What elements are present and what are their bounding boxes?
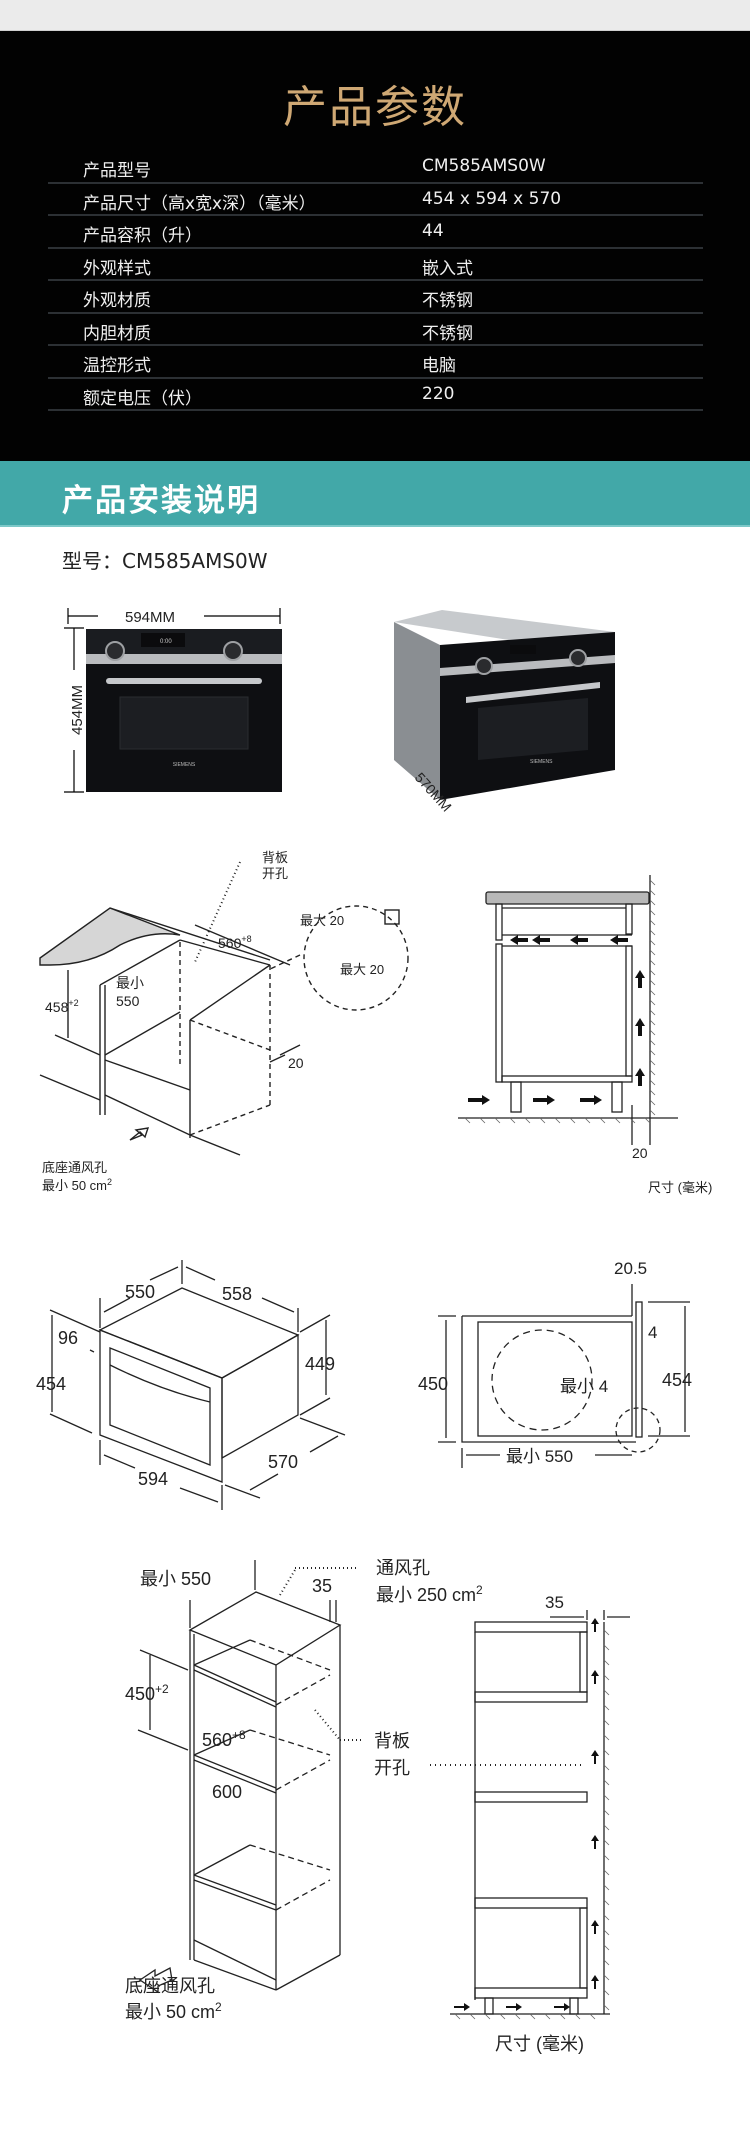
base-vent-label: 底座通风孔 <box>125 1976 215 1996</box>
niche-section-diagram: 450 454 20.5 4 最小 4 最小 550 <box>418 1259 692 1468</box>
height-label: 454MM <box>69 685 86 735</box>
spec-row: 外观材质 不锈钢 <box>48 281 703 314</box>
detail-max-label: 最大 20 <box>300 913 344 928</box>
depth-600-label: 600 <box>212 1782 242 1802</box>
dim-454: 454 <box>36 1374 66 1394</box>
spec-value: 454 x 594 x 570 <box>422 188 562 209</box>
back-panel-label: 背板 <box>374 1731 410 1751</box>
depth-label: 最小 <box>116 975 144 991</box>
oven-window <box>119 696 249 750</box>
detail-max-label: 最大 20 <box>340 962 384 977</box>
display-readout: 0:00 <box>160 639 172 645</box>
spec-label: 额定电压（伏） <box>83 388 202 409</box>
unit-label: 尺寸 (毫米) <box>648 1180 712 1195</box>
spec-value: 44 <box>422 221 444 241</box>
back-panel-label: 开孔 <box>374 1758 410 1778</box>
spec-label: 产品容积（升） <box>83 226 202 246</box>
dim-558: 558 <box>222 1284 252 1304</box>
vent-label: 通风孔 <box>376 1558 430 1578</box>
spec-row: 产品尺寸（高x宽x深）（毫米） 454 x 594 x 570 <box>48 184 703 216</box>
height-label: 458+2 <box>45 998 79 1015</box>
spec-row: 额定电压（伏） 220 <box>48 379 703 411</box>
spec-label: 内胆材质 <box>83 323 151 344</box>
base-vent-label: 底座通风孔 <box>42 1160 107 1175</box>
width-label: 560+8 <box>202 1728 246 1750</box>
dim-35: 35 <box>312 1576 332 1596</box>
airflow-arrows <box>468 935 645 1105</box>
airflow-arrows <box>454 1618 599 2011</box>
dim-450: 450 <box>418 1374 448 1394</box>
vent-label: 最小 250 cm2 <box>376 1583 483 1605</box>
spec-label: 外观样式 <box>83 258 151 279</box>
spec-row: 温控形式 电脑 <box>48 346 703 379</box>
door-handle <box>106 678 262 684</box>
dim-20-5: 20.5 <box>614 1259 647 1278</box>
brand-logo: SIEMENS <box>530 759 553 765</box>
spec-value: CM585AMS0W <box>422 156 546 176</box>
spec-label: 产品尺寸（高x宽x深）（毫米） <box>83 193 316 214</box>
min-550-label: 最小 550 <box>140 1569 211 1589</box>
spec-label: 产品型号 <box>83 161 151 181</box>
dim-96: 96 <box>58 1328 78 1348</box>
oven-side-photo: 570MM SIEMENS <box>394 610 615 815</box>
spec-value: 220 <box>422 383 455 404</box>
spec-row: 产品容积（升） 44 <box>48 216 703 249</box>
spec-value: 不锈钢 <box>422 291 473 311</box>
back-panel-label: 背板 <box>262 850 288 865</box>
control-knob-left <box>475 657 493 675</box>
width-label: 594MM <box>125 609 175 626</box>
door-handle <box>466 682 600 703</box>
spec-row: 外观样式 嵌入式 <box>48 249 703 281</box>
under-counter-diagram: 背板 开孔 560+8 458+2 最小 550 20 最大 20 最大 20 … <box>39 850 409 1193</box>
dim-570: 570 <box>268 1452 298 1472</box>
top-band <box>0 0 750 31</box>
dim-4: 4 <box>648 1323 657 1342</box>
spec-section: 产品参数 产品型号 CM585AMS0W 产品尺寸（高x宽x深）（毫米） 454 x… <box>0 31 750 461</box>
back-panel-label: 开孔 <box>262 866 288 881</box>
spec-table: 产品型号 CM585AMS0W 产品尺寸（高x宽x深）（毫米） 454 x 594 … <box>48 151 703 411</box>
tall-cabinet-diagram: 最小 550 35 通风孔 最小 250 cm2 450+2 560+8 600… <box>125 1558 483 2020</box>
install-header: 产品安装说明 <box>0 461 750 527</box>
dim-449: 449 <box>305 1354 335 1374</box>
dim-550: 550 <box>125 1282 155 1302</box>
spec-value: 嵌入式 <box>422 258 473 279</box>
spec-label: 温控形式 <box>83 356 151 376</box>
spec-title: 产品参数 <box>283 82 467 133</box>
spec-row: 内胆材质 不锈钢 <box>48 314 703 346</box>
oven-dimension-diagram: 550 558 96 454 449 594 570 <box>36 1260 346 1510</box>
control-knob-left <box>105 641 125 661</box>
oven-window <box>478 698 588 760</box>
tall-airflow-side-diagram: 35 尺寸 (毫米) <box>430 1593 630 2054</box>
height-label: 450+2 <box>125 1682 169 1704</box>
model-line: 型号：CM585AMS0W <box>62 549 268 573</box>
min-4-label: 最小 4 <box>560 1377 608 1396</box>
install-title: 产品安装说明 <box>62 483 260 519</box>
base-vent-label: 最小 50 cm2 <box>42 1177 112 1193</box>
dim-454: 454 <box>662 1370 692 1390</box>
spec-label: 外观材质 <box>83 291 151 311</box>
control-knob-right <box>569 649 587 667</box>
base-vent-label: 最小 50 cm2 <box>125 2000 222 2020</box>
min-550-label: 最小 550 <box>506 1447 573 1466</box>
width-label: 560+8 <box>218 934 252 951</box>
spec-value: 不锈钢 <box>422 323 473 344</box>
dim-594: 594 <box>138 1469 168 1489</box>
control-knob-right <box>223 641 243 661</box>
dim-35: 35 <box>545 1593 564 1612</box>
oven-front-photo: 594MM 454MM 0:00 SIEMENS <box>64 608 282 793</box>
spec-row: 产品型号 CM585AMS0W <box>48 151 703 184</box>
gap-label: 20 <box>288 1055 304 1071</box>
depth-label: 550 <box>116 993 140 1009</box>
brand-logo: SIEMENS <box>173 762 196 768</box>
airflow-side-diagram: 20 尺寸 (毫米) <box>458 875 712 1195</box>
gap-label: 20 <box>632 1145 648 1161</box>
spec-value: 电脑 <box>422 356 456 376</box>
unit-label: 尺寸 (毫米) <box>495 2034 584 2054</box>
